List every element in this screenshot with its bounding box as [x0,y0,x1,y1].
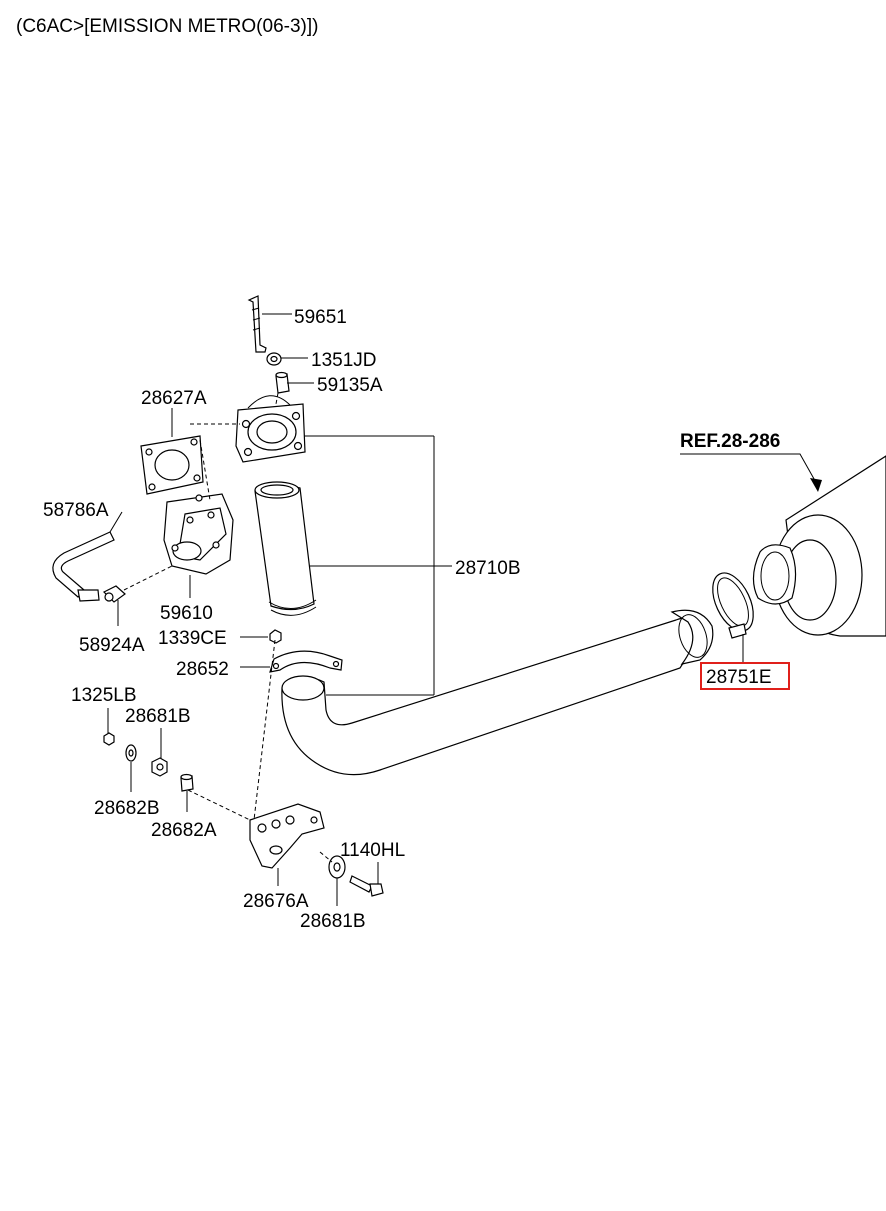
callout-28681B-top: 28681B [125,706,191,727]
pipe-28710B [254,481,317,616]
callout-28710B: 28710B [455,558,521,579]
spacer-28682A [180,773,194,792]
clamp-28751E [712,572,754,639]
callout-58924A: 58924A [79,635,145,656]
callout-28652: 28652 [176,659,229,680]
muffler-ref [752,455,886,637]
callout-28681B-bottom: 28681B [300,911,366,932]
bolt-1140HL [349,875,384,897]
flange-upper [235,395,306,463]
ref-label: REF.28-286 [680,431,780,452]
fitting-58924A [102,585,126,603]
callout-28682A: 28682A [151,820,217,841]
valve-59610 [163,493,234,575]
nut-1339CE [269,629,282,644]
nut-28681B-top [151,757,168,777]
bracket-28652 [269,650,343,673]
gasket-28627A [140,435,204,495]
callout-59651: 59651 [294,307,347,328]
callout-1325LB: 1325LB [71,685,137,706]
callout-59135A: 59135A [317,375,383,396]
dashed-guides [123,392,333,863]
callout-28751E[interactable]: 28751E [706,667,772,688]
callout-28627A: 28627A [141,388,207,409]
bent-pipe [281,609,714,776]
spacer-59135A [275,371,290,394]
callout-1339CE: 1339CE [158,628,227,649]
callout-59610: 59610 [160,603,213,624]
washer-28682B [125,744,137,762]
washer-28681B-bottom [328,855,346,879]
callout-28682B: 28682B [94,798,160,819]
hose-58786A [52,531,115,602]
callout-58786A: 58786A [43,500,109,521]
callout-28676A: 28676A [243,891,309,912]
washer-1351JD [266,352,282,366]
bracket-28676A [249,803,325,869]
bolt-59651 [247,295,267,353]
highlight-box-28751E [700,662,790,690]
diagram-title: (C6AC>[EMISSION METRO(06-3)]) [16,16,318,37]
leader-lines [107,313,822,906]
callout-1351JD: 1351JD [311,350,377,371]
nut-1325LB [103,732,115,746]
callout-1140HL: 1140HL [340,840,405,861]
